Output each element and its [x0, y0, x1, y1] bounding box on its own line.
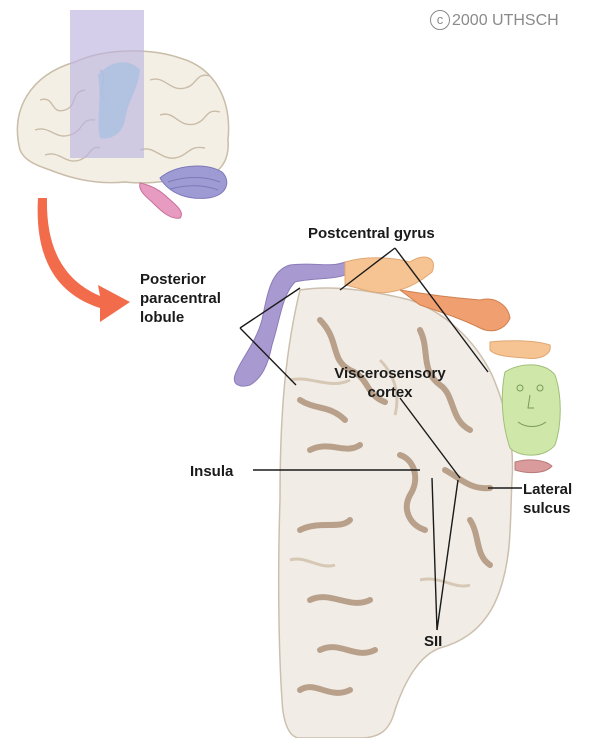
homunculus-hand — [490, 341, 550, 359]
label-lateral-sulcus: Lateral sulcus — [523, 480, 572, 518]
label-sii: SII — [424, 632, 442, 651]
label-line: paracentral — [140, 289, 221, 308]
label-line: lobule — [140, 308, 221, 327]
label-posterior-paracentral-lobule: Posterior paracentral lobule — [140, 270, 221, 327]
transition-arrow — [38, 198, 130, 322]
homunculus-torso — [345, 257, 433, 293]
coronal-section — [279, 288, 513, 738]
homunculus-face — [502, 365, 560, 455]
label-viscerosensory-cortex: Viscerosensory cortex — [320, 364, 460, 402]
slice-plane — [70, 10, 144, 158]
brain-overview — [17, 10, 228, 218]
label-line: Viscerosensory — [320, 364, 460, 383]
copyright-symbol: c — [430, 10, 450, 30]
label-line: Posterior — [140, 270, 221, 289]
cortex-section — [279, 288, 513, 738]
copyright-text: 2000 UTHSCH — [452, 12, 559, 29]
label-postcentral-gyrus: Postcentral gyrus — [308, 224, 435, 243]
label-line: Lateral — [523, 480, 572, 499]
label-line: sulcus — [523, 499, 572, 518]
label-insula: Insula — [190, 462, 233, 481]
homunculus-tongue — [515, 460, 552, 473]
label-line: cortex — [320, 383, 460, 402]
